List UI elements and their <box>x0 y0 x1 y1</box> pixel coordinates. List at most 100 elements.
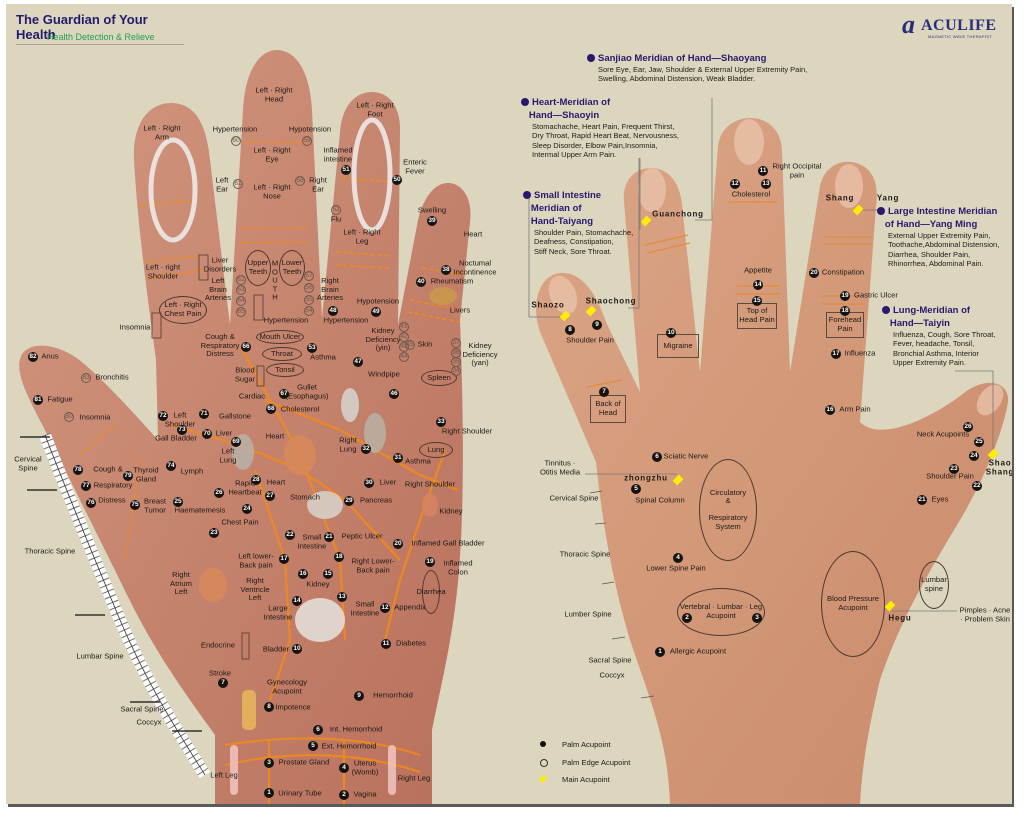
palm-acupoint-67: 67 <box>279 389 289 399</box>
palm-acupoint-26: 26 <box>214 488 224 498</box>
palm-acupoint-69: 69 <box>231 437 241 447</box>
aculife-logo: a ACULIFE MAGNETIC WAVE THERAPIST <box>902 10 1012 40</box>
palm-acupoint-1: 1 <box>264 788 274 798</box>
palm-label-left-brain-arteries: Left Brain Arteries <box>204 276 232 303</box>
logo-tagline: MAGNETIC WAVE THERAPIST <box>928 34 992 39</box>
palm-label-distress: Distress <box>98 495 126 505</box>
meridian-title: Sanjiao Meridian of Hand—Shaoyang <box>598 53 767 64</box>
back-hand-shape <box>536 118 1009 804</box>
palm-acupoint-80: 80 <box>64 412 74 422</box>
palm-label-inflamed-intestine: Inflamed intestine <box>323 145 353 163</box>
legend-label: Palm Edge Acupoint <box>562 757 631 767</box>
palm-label-cough: Cough & <box>93 464 123 474</box>
palm-label-thyroid-gland: Thyroid Gland <box>133 465 159 483</box>
meridian-large-intestine: Large Intestine Meridian of Hand—Yang Mi… <box>877 205 999 268</box>
palm-label-fatigue: Fatigue <box>47 394 73 404</box>
palm-label-enteric-fever: Enteric Fever <box>403 157 427 175</box>
spine-illustration <box>39 432 211 779</box>
palm-label-anus: Anus <box>41 351 59 361</box>
legend-label: Palm Acupoint <box>562 740 611 749</box>
palm-label-livers: Livers <box>449 305 471 315</box>
back-label-guanchong: Guanchong <box>652 209 704 219</box>
meridian-title: Heart-Meridian of Hand—Shaoyin <box>528 97 611 121</box>
palm-label-cardiac: Cardiac <box>238 391 266 401</box>
back-label-top-of-head-pain: Top of Head Pain <box>737 303 777 329</box>
palm-acupoint-81: 81 <box>33 395 43 405</box>
palm-acupoint-53: 53 <box>307 343 317 353</box>
back-label-shaochong: Shaochong <box>585 296 637 306</box>
palm-acupoint-25: 25 <box>173 497 183 507</box>
palm-label-insomnia: Insomnia <box>79 412 111 422</box>
palm-acupoint-29: 29 <box>344 496 354 506</box>
palm-acupoint-64: 64 <box>236 296 246 306</box>
palm-acupoint-60: 60 <box>231 136 241 146</box>
meridian-lung: Lung-Meridian of Hand—Taiyin Influenza, … <box>882 304 995 367</box>
back-label-migraine: Migraine <box>657 334 699 358</box>
palm-label-int-hemorrhoid: Int. Hemorrhoid <box>329 724 383 734</box>
palm-label-haematemesis: Haematemesis <box>174 505 226 515</box>
palm-acupoint-58: 58 <box>295 176 305 186</box>
back-acupoint-19: 19 <box>840 291 850 301</box>
meridian-sanjiao: Sanjiao Meridian of Hand—Shaoyang Sore E… <box>587 52 807 84</box>
spine-section-markers <box>20 436 202 732</box>
back-acupoint-3: 3 <box>752 613 762 623</box>
palm-label-hemorrhoid: Hemorrhoid <box>373 690 413 700</box>
back-label-lumber-spine: Lumber Spine <box>564 609 612 619</box>
palm-label-asthma: Asthma <box>310 352 336 362</box>
back-acupoint-6: 6 <box>652 452 662 462</box>
bullet-icon <box>587 54 595 62</box>
palm-label-small-intestine: Small Intestine <box>297 532 327 550</box>
palm-acupoint-54: 54 <box>304 306 314 316</box>
palm-acupoint-70: 70 <box>202 429 212 439</box>
palm-label-lung: Lung <box>419 442 453 458</box>
back-acupoint-13: 13 <box>761 179 771 189</box>
back-label-vertebral-lumbar-leg-acupoint: Vertebral · Lumbar · Leg Acupoint <box>677 588 765 636</box>
palm-acupoint-14: 14 <box>292 596 302 606</box>
logo-mark-icon: a <box>902 10 915 39</box>
back-label-shaozo: Shaozo <box>531 300 565 310</box>
back-acupoint-24: 24 <box>969 451 979 461</box>
palm-acupoint-3: 3 <box>264 758 274 768</box>
back-label-right-occipital-pain: Right Occipital pain <box>772 161 822 179</box>
palm-label-m-o-u-t-h: M O U T H <box>271 258 279 302</box>
palm-label-thoracic-spine: Thoracic Spine <box>24 546 76 556</box>
palm-acupoint-66: 66 <box>241 342 251 352</box>
finger-crease-lines <box>79 141 466 456</box>
palm-label-mouth-ulcer: Mouth Ulcer <box>256 330 304 344</box>
palm-acupoint-44: 44 <box>399 352 409 362</box>
palm-label-diarrhea: Diarrhea <box>416 570 446 614</box>
palm-label-urinary-tube: Urinary Tube <box>278 788 322 798</box>
legend-item-main: Main Acupoint <box>538 774 630 793</box>
back-label-cervical-spine: Cervical Spine <box>549 493 599 503</box>
back-acupoint-14: 14 <box>753 280 763 290</box>
palm-label-right-shoulder: Right Shoulder <box>441 426 493 436</box>
palm-label-left-right-leg: Left · Right Leg <box>343 227 381 245</box>
palm-label-cough-respiratory-distress: Cough & Respiratory Distress <box>200 332 240 359</box>
palm-acupoint-28: 28 <box>251 475 261 485</box>
back-label-allergic-acupoint: Allergic Acupoint <box>669 646 727 656</box>
back-label-lower-spine-pain: Lower Spine Pain <box>646 563 706 573</box>
back-label-back-of-head: Back of Head <box>590 395 626 423</box>
palm-label-lumbar-spine: Lumbar Spine <box>76 651 124 661</box>
palm-acupoint-46: 46 <box>389 389 399 399</box>
back-label-arm-pain: Arm Pain <box>839 404 871 414</box>
palm-acupoint-74: 74 <box>166 461 176 471</box>
back-label-shang: Shang <box>825 193 855 203</box>
back-label-pimples-acne-problem-skin: Pimples · Acne · Problem Skin <box>959 605 1011 623</box>
palm-acupoint-18: 18 <box>334 552 344 562</box>
palm-label-flu: Flu <box>330 214 342 224</box>
palm-label-chest-pain: Chest Pain <box>221 517 259 527</box>
back-label-sciatic-nerve: Sciatic Nerve <box>663 451 709 461</box>
palm-label-right-lower-back-pain: Right Lower- Back pain <box>351 556 395 574</box>
palm-label-spleen: Spleen <box>421 370 457 386</box>
palm-label-stomach: Stomach <box>290 492 320 502</box>
palm-label-left-right-nose: Left · Right Nose <box>253 182 291 200</box>
back-label-shoulder-pain: Shoulder Pain <box>566 335 614 345</box>
back-label-thoracic-spine: Thoracic Spine <box>559 549 611 559</box>
palm-label-bronchitis: Bronchitis <box>95 372 129 382</box>
palm-label-right-ear: Right Ear <box>309 175 327 193</box>
back-spine-ticks <box>589 490 655 699</box>
palm-acupoint-11: 11 <box>381 639 391 649</box>
palm-acupoint-23: 23 <box>209 528 219 538</box>
palm-label-gall-bladder: Gall Bladder <box>155 433 197 443</box>
